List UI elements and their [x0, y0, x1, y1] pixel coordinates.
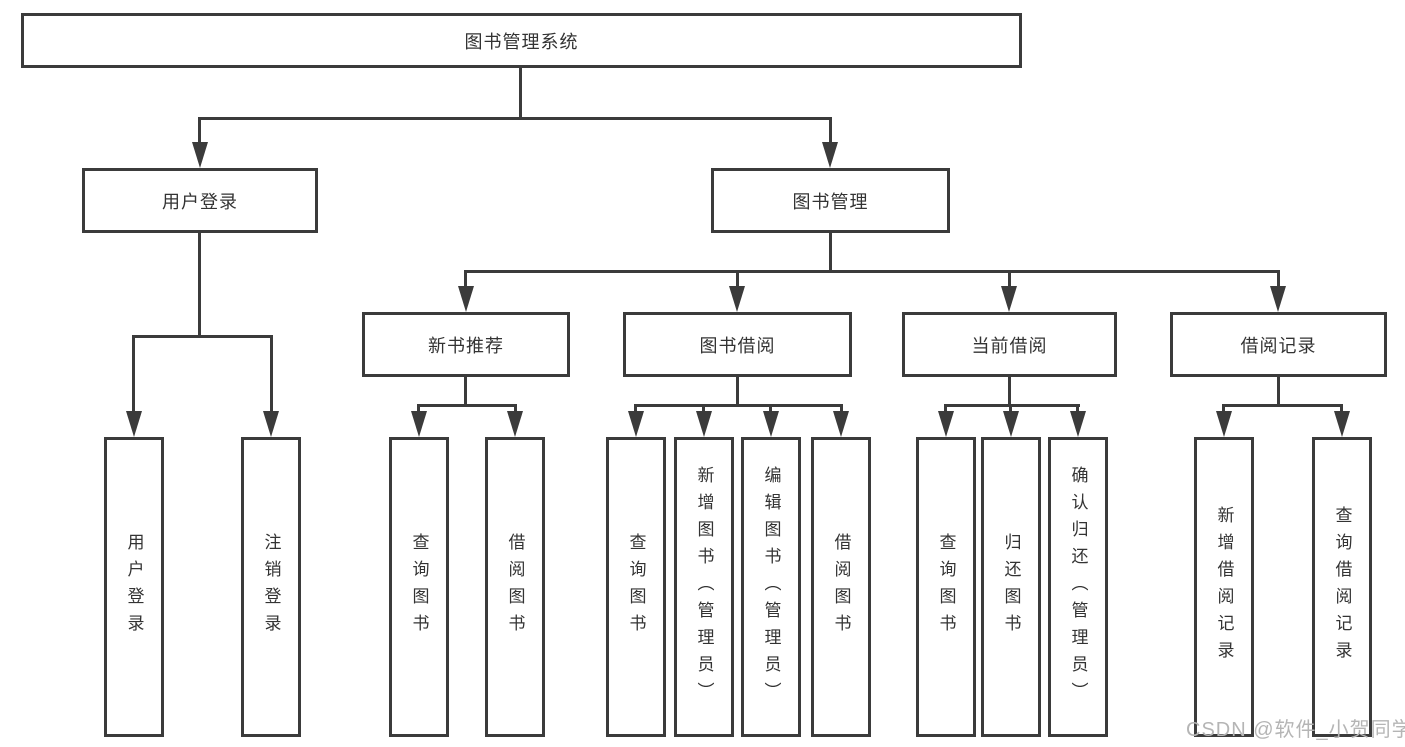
connector-arrowhead [192, 142, 208, 168]
connector-line [464, 377, 467, 407]
connector-arrowhead [1070, 411, 1086, 437]
node-label: 用户登录 [124, 533, 144, 641]
node-label: 借阅记录 [1240, 335, 1317, 356]
node-label: 用户登录 [162, 191, 238, 212]
node-book-borrowing: 图书借阅 [623, 312, 852, 377]
node-label: 借阅图书 [505, 533, 525, 641]
connector-line [736, 377, 739, 407]
connector-line [1277, 377, 1280, 407]
connector-line [1340, 404, 1343, 414]
node-label: 新增借阅记录 [1214, 506, 1234, 668]
node-borrowing-records: 借阅记录 [1170, 312, 1387, 377]
node-records-add-borrow-record: 新增借阅记录 [1194, 437, 1254, 737]
connector-line [417, 404, 420, 414]
connector-line [1009, 404, 1012, 414]
node-label: 新书推荐 [428, 335, 504, 356]
csdn-watermark: CSDN @软件_小贺同学 [1186, 719, 1405, 741]
connector-line [1008, 377, 1011, 407]
connector-line [634, 404, 637, 414]
node-label: 查询图书 [409, 533, 429, 641]
node-label: 图书管理系统 [464, 31, 579, 52]
connector-line [840, 404, 843, 414]
connector-line [1222, 404, 1225, 414]
connector-line [132, 335, 135, 415]
connector-line [736, 270, 739, 290]
connector-line [829, 117, 832, 145]
node-borrowing-edit-books-admin: 编辑图书（管理员） [741, 437, 801, 737]
connector-line [198, 117, 201, 145]
connector-line [1076, 404, 1079, 414]
node-label: 编辑图书（管理员） [761, 465, 781, 709]
node-label: 注销登录 [261, 533, 281, 641]
connector-arrowhead [1001, 286, 1017, 312]
connector-line [944, 404, 947, 414]
node-records-query-borrow-record: 查询借阅记录 [1312, 437, 1372, 737]
node-label: 查询图书 [936, 533, 956, 641]
node-current-borrowing: 当前借阅 [902, 312, 1117, 377]
node-library-management-system: 图书管理系统 [21, 13, 1022, 68]
connector-arrowhead [1334, 411, 1350, 437]
connector-line [199, 117, 832, 120]
connector-arrowhead [696, 411, 712, 437]
connector-line [132, 335, 273, 338]
node-user-login: 用户登录 [82, 168, 318, 233]
connector-line [417, 404, 517, 407]
connector-arrowhead [628, 411, 644, 437]
connector-arrowhead [458, 286, 474, 312]
connector-arrowhead [126, 411, 142, 437]
node-new-book-recommendation: 新书推荐 [362, 312, 570, 377]
connector-line [1277, 270, 1280, 290]
connector-line [829, 233, 832, 273]
connector-line [702, 404, 705, 414]
connector-arrowhead [1216, 411, 1232, 437]
connector-arrowhead [411, 411, 427, 437]
node-current-return-books: 归还图书 [981, 437, 1041, 737]
connector-arrowhead [1003, 411, 1019, 437]
connector-arrowhead [938, 411, 954, 437]
node-label: 确认归还（管理员） [1068, 465, 1088, 709]
connector-arrowhead [263, 411, 279, 437]
node-login-logout: 注销登录 [241, 437, 301, 737]
connector-arrowhead [1270, 286, 1286, 312]
connector-line [1222, 404, 1343, 407]
connector-line [944, 404, 1080, 407]
connector-line [465, 270, 1280, 273]
node-borrowing-query-books: 查询图书 [606, 437, 666, 737]
connector-arrowhead [763, 411, 779, 437]
node-label: 查询借阅记录 [1332, 506, 1352, 668]
node-login-user-login: 用户登录 [104, 437, 164, 737]
connector-line [769, 404, 772, 414]
connector-line [1008, 270, 1011, 290]
connector-line [270, 335, 273, 415]
connector-line [514, 404, 517, 414]
node-newbooks-borrow-books: 借阅图书 [485, 437, 545, 737]
node-label: 查询图书 [626, 533, 646, 641]
node-current-query-books: 查询图书 [916, 437, 976, 737]
node-newbooks-query-books: 查询图书 [389, 437, 449, 737]
node-current-confirm-return-admin: 确认归还（管理员） [1048, 437, 1108, 737]
node-borrowing-add-books-admin: 新增图书（管理员） [674, 437, 734, 737]
connector-arrowhead [822, 142, 838, 168]
connector-arrowhead [507, 411, 523, 437]
connector-line [198, 233, 201, 337]
node-label: 图书管理 [792, 191, 869, 212]
node-borrowing-borrow-books: 借阅图书 [811, 437, 871, 737]
node-label: 借阅图书 [831, 533, 851, 641]
node-book-management: 图书管理 [711, 168, 950, 233]
connector-line [519, 68, 522, 118]
node-label: 新增图书（管理员） [694, 465, 714, 709]
connector-arrowhead [729, 286, 745, 312]
connector-line [634, 404, 843, 407]
connector-line [464, 270, 467, 290]
node-label: 归还图书 [1001, 533, 1021, 641]
node-label: 图书借阅 [699, 335, 776, 356]
connector-arrowhead [833, 411, 849, 437]
node-label: 当前借阅 [971, 335, 1048, 356]
